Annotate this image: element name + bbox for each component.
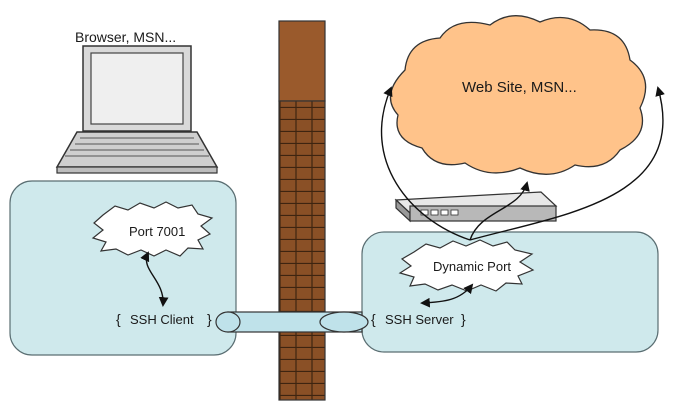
- laptop-icon: [55, 45, 219, 174]
- ssh-server-bracket-right: }: [461, 311, 466, 327]
- client-panel: [9, 180, 237, 356]
- right-cloud-arrow: [469, 86, 665, 241]
- ssh-client-bracket-right: }: [207, 311, 212, 327]
- router-icon: [394, 191, 558, 223]
- port-starburst: [91, 201, 214, 257]
- left-cloud-arrow: [380, 86, 471, 241]
- port-label: Port 7001: [129, 224, 185, 239]
- center-cloud-arrow: [469, 181, 530, 241]
- ssh-client-bracket-left: {: [116, 311, 121, 327]
- website-label: Web Site, MSN...: [462, 79, 577, 96]
- firewall-wall: [278, 20, 326, 401]
- website-cloud: [389, 15, 647, 175]
- dynamic-port-starburst: [398, 239, 535, 292]
- browser-label: Browser, MSN...: [75, 29, 176, 45]
- ssh-server-bracket-left: {: [371, 311, 376, 327]
- dynamic-port-label: Dynamic Port: [433, 259, 511, 274]
- ssh-client-label: SSH Client: [130, 312, 194, 327]
- ssh-server-label: SSH Server: [385, 312, 454, 327]
- ssh-tunnel: [215, 311, 369, 333]
- port-to-client-arrow: [140, 251, 169, 307]
- server-to-dynamic-port-arrow: [420, 283, 474, 308]
